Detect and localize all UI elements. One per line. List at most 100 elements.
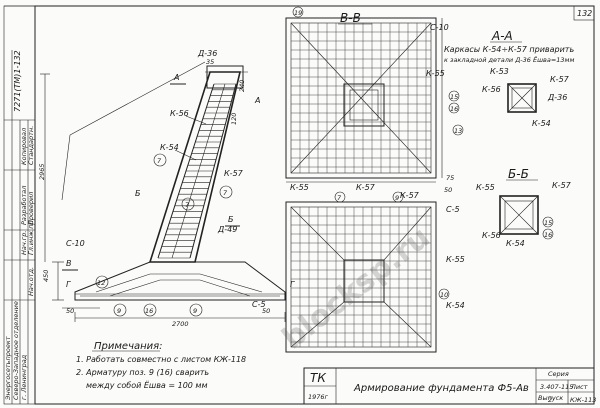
elevation-view: 450 2965 2700 50 50 240 120 35 Д-36 К-56… [38,49,295,328]
bubble-7-b [219,185,233,199]
bubble-7-a-text: 7 [157,157,162,165]
column-cage [157,83,237,259]
label-c10-bb: С-10 [430,23,449,32]
b6-section [499,195,539,235]
bubble-16-bb-text: 16 [450,105,458,113]
label-d36-aa: Д-36 [547,93,567,102]
side-org-3: г. Ленинград [20,354,28,400]
series-number: 3.407-115 [540,383,573,391]
label-k56-b6: К-56 [482,231,501,240]
dim-35: 35 [206,58,214,66]
label-k54-elev: К-54 [160,143,179,152]
label-k55-bb-bottom: К-55 [290,183,309,192]
marker-g-right: Г [290,280,295,289]
dim-2965: 2965 [38,163,46,180]
dim-50-bb: 50 [444,186,452,194]
bubble-7-c [181,197,195,211]
column-head [206,65,244,89]
bubble-16-text: 16 [145,307,153,315]
dim-50-left: 50 [66,307,74,315]
note-carcass: Каркасы К-54÷К-57 приварить [444,45,574,54]
marker-a-top: А [173,73,179,82]
bubble-9-b-text: 9 [193,307,197,315]
label-k56-aa: К-56 [482,85,501,94]
marker-a-right: А [254,96,260,105]
dim-75: 75 [446,174,454,182]
dim-50-right: 50 [262,307,270,315]
bubble-12-text: 12 [97,279,105,287]
label-d36: Д-36 [197,49,217,58]
label-k56-elev: К-56 [170,109,189,118]
label-k55-b6: К-55 [476,183,495,192]
bb-outline [285,17,437,179]
title-block: ТК 1976г Армирование фундамента Ф5-Ав Се… [303,367,596,405]
marker-v: В [66,259,72,268]
sheet-code: КЖ-113 [570,396,596,404]
note-carcass-2: к закладной детали Д-36 Ёшва=13мм [444,55,574,64]
marker-b-right: Б [228,215,234,224]
bubble-15-b6-text: 15 [544,219,552,227]
bubble-16-bb [448,102,460,114]
side-org-2: Северо-Западное отделение [12,301,20,400]
bubble-16-b6-text: 16 [544,231,552,239]
sheet-number-box [573,5,595,21]
sheet-label: Лист [570,383,588,391]
bubble-7-c-text: 7 [185,201,190,209]
side-row-4: Проверил [27,192,35,225]
bubble-7-b-text: 7 [223,189,228,197]
section-aa: А-А Каркасы К-54÷К-57 приварить к заклад… [444,29,574,128]
note-3: между собой Ёшва = 100 мм [86,380,208,390]
gg-grid [291,207,431,347]
title-text: Армирование фундамента Ф5-Ав [353,383,529,394]
bubble-16 [143,303,157,317]
label-k57-elev: К-57 [224,169,244,178]
label-c5-gg: С-5 [446,205,460,214]
label-k57-b6: К-57 [552,181,572,190]
bubble-15 [448,90,460,102]
issue-label: Выпуск [538,394,563,402]
label-c10-elev: С-10 [66,239,85,248]
series-label: Серия [548,370,569,378]
marker-g-left: Г [66,280,71,289]
side-stamp: 7271(ТМ)1-132 [13,50,22,112]
label-k54-aa: К-54 [532,119,551,128]
bubble-19-text: 19 [294,9,302,17]
label-c5-elev: С-5 [252,300,266,309]
label-k53-aa: К-53 [490,67,509,76]
bubble-9-b [189,303,203,317]
side-strip [3,5,36,405]
bubble-10-text: 10 [440,291,448,299]
section-aa-title: А-А [491,29,513,43]
label-k55-gg: К-55 [446,255,465,264]
label-d49: Д-49 [217,225,237,234]
bubble-12 [95,275,109,289]
gg-column-core [343,259,385,303]
label-k54-gg: К-54 [446,301,465,310]
label-k57-bb: К-57 [356,183,376,192]
label-k57-gg: К-57 [400,191,420,200]
dim-2700: 2700 [172,320,189,328]
section-gg: К-57 С-5 К-55 К-54 10 [285,191,465,353]
gg-outline [285,201,437,353]
bubble-7-a [153,153,167,167]
notes-block: Примечания: 1. Работать совместно с лист… [76,341,246,390]
aa-section [507,83,537,113]
side-title-table: Энергосетьпроект Северо-Западное отделен… [4,50,35,404]
sheet-number: 132 [577,9,592,18]
dim-120: 120 [230,113,238,125]
bubble-15-text: 15 [450,93,458,101]
bubble-16-b6 [542,228,554,240]
section-b6-title: Б-Б [508,167,529,181]
marker-b-left: Б [135,189,141,198]
bubble-13 [452,124,464,136]
side-row-5: Разработал [20,186,28,225]
bubble-9-a-text: 9 [117,307,121,315]
side-row-1: Нач.отд. [27,267,35,296]
bubble-9-bb-text: 9 [395,194,399,202]
side-row-7: Копировал [20,128,28,165]
bubble-10 [438,288,450,300]
note-1: 1. Работать совместно с листом КЖ-118 [76,355,246,364]
bubble-13-text: 13 [454,127,462,135]
